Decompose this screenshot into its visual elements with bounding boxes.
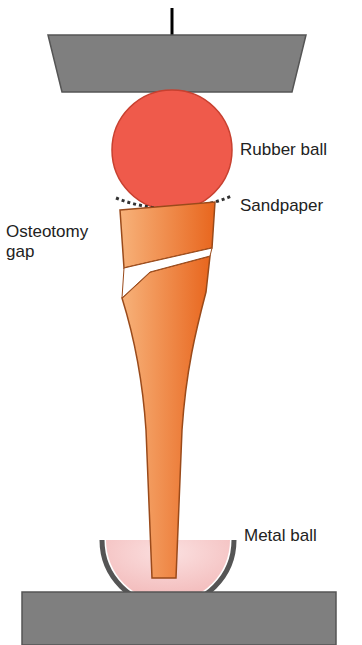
bottom-plate bbox=[22, 592, 336, 645]
part-label: Rubber ball bbox=[240, 140, 355, 160]
osteotomy-wedge bbox=[122, 248, 212, 298]
part-label: Sandpaper bbox=[240, 196, 355, 216]
rubber-ball bbox=[112, 90, 232, 210]
tibia-distal bbox=[122, 256, 210, 578]
top-plate bbox=[48, 35, 306, 92]
part-label: Metal ball bbox=[244, 526, 354, 546]
part-label: Osteotomy gap bbox=[6, 222, 101, 263]
